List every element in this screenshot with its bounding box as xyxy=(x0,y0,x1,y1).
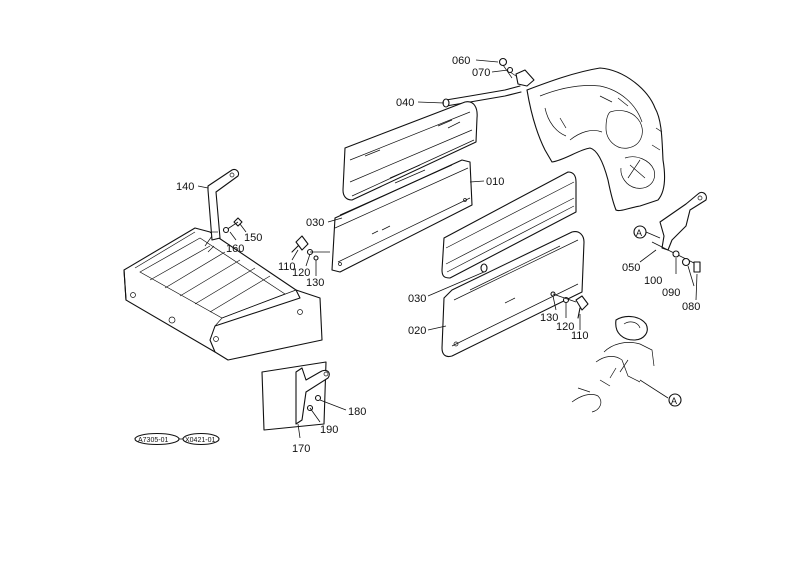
label-130-right: 130 xyxy=(540,312,558,324)
support-rod-040 xyxy=(442,57,535,108)
label-170: 170 xyxy=(292,443,310,455)
ref-a-lower-text: A xyxy=(671,396,677,406)
side-cover-upper-left xyxy=(342,101,478,201)
label-040: 040 xyxy=(396,97,414,109)
label-050: 050 xyxy=(622,262,640,274)
label-160: 160 xyxy=(226,243,244,255)
label-070: 070 xyxy=(472,67,490,79)
transmission-housing xyxy=(526,67,666,212)
reference-mark-a-upper: A xyxy=(633,225,647,239)
label-120-left: 120 xyxy=(292,267,310,279)
label-190: 190 xyxy=(320,424,338,436)
step-floor-pan xyxy=(123,227,323,361)
hardware-left xyxy=(291,235,330,261)
serial-to: X0421-01 xyxy=(185,437,215,444)
label-080: 080 xyxy=(682,301,700,313)
label-010: 010 xyxy=(486,176,504,188)
side-cover-upper-right xyxy=(441,171,577,279)
reference-mark-a-lower: A xyxy=(668,393,682,407)
side-cover-020 xyxy=(441,231,585,358)
bracket-170 xyxy=(261,361,347,431)
label-150: 150 xyxy=(244,232,262,244)
bracket-140 xyxy=(207,168,240,241)
serial-from: A7305-01 xyxy=(138,437,168,444)
side-cover-010 xyxy=(331,159,473,273)
label-060: 060 xyxy=(452,55,470,67)
label-110-right: 110 xyxy=(571,330,589,342)
label-030-lower: 030 xyxy=(408,293,426,305)
housing-lower-right xyxy=(571,315,669,413)
leader-lines xyxy=(197,59,698,439)
hardware-right xyxy=(550,291,589,319)
label-130-left: 130 xyxy=(306,277,324,289)
label-030-upper: 030 xyxy=(306,217,324,229)
washer-160 xyxy=(222,226,230,234)
label-100: 100 xyxy=(644,275,662,287)
label-090: 090 xyxy=(662,287,680,299)
label-110-left: 110 xyxy=(278,261,296,273)
serial-range: A7305-01 X0421-01 xyxy=(134,432,220,446)
label-120-right: 120 xyxy=(556,321,574,333)
part-labels: 060 070 040 010 030 140 160 150 110 120 … xyxy=(176,55,700,455)
label-140: 140 xyxy=(176,181,194,193)
label-180: 180 xyxy=(348,406,366,418)
bracket-050 xyxy=(651,191,707,273)
label-020: 020 xyxy=(408,325,426,337)
ref-a-upper-text: A xyxy=(636,228,642,238)
